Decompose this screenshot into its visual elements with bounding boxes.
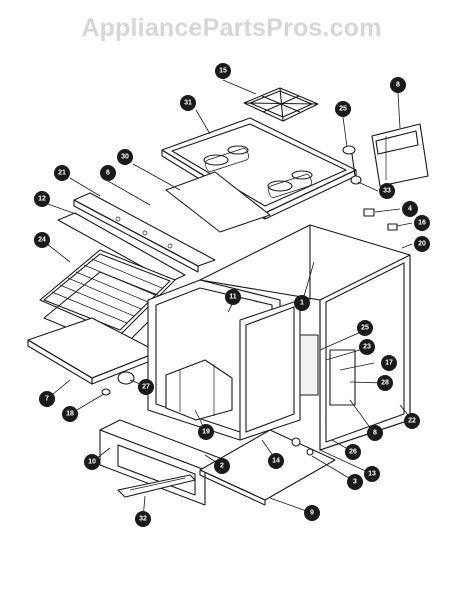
svg-text:10: 10 <box>88 459 96 466</box>
range-body <box>199 224 411 451</box>
front-panels <box>57 171 271 283</box>
svg-text:17: 17 <box>385 360 393 367</box>
svg-text:26: 26 <box>349 449 357 456</box>
bottom-panel <box>199 429 336 506</box>
burner-grate <box>243 87 319 122</box>
svg-text:27: 27 <box>142 384 150 391</box>
svg-text:6: 6 <box>106 170 110 177</box>
callout-30: 30 <box>117 149 133 165</box>
callout-19: 19 <box>198 424 214 440</box>
svg-text:21: 21 <box>58 170 66 177</box>
svg-text:8: 8 <box>373 430 377 437</box>
callout-31: 31 <box>180 95 196 111</box>
broiler-pan <box>27 317 159 396</box>
callout-7: 7 <box>39 391 55 407</box>
callout-17: 17 <box>381 355 397 371</box>
oven-cavity <box>147 279 301 441</box>
callout-10: 10 <box>84 454 100 470</box>
svg-text:3: 3 <box>353 479 357 486</box>
callout-1: 1 <box>294 295 310 311</box>
svg-text:12: 12 <box>38 196 46 203</box>
svg-text:2: 2 <box>220 463 224 470</box>
callout-33: 33 <box>379 183 395 199</box>
callout-4: 4 <box>402 201 418 217</box>
svg-text:18: 18 <box>66 411 74 418</box>
svg-text:25: 25 <box>339 106 347 113</box>
svg-text:16: 16 <box>418 220 426 227</box>
svg-text:14: 14 <box>272 458 280 465</box>
svg-text:9: 9 <box>310 510 314 517</box>
callout-28: 28 <box>377 375 393 391</box>
svg-text:22: 22 <box>408 418 416 425</box>
svg-text:30: 30 <box>121 154 129 161</box>
svg-text:4: 4 <box>408 206 412 213</box>
callout-26: 26 <box>345 444 361 460</box>
callout-8-top: 8 <box>390 77 406 93</box>
svg-text:32: 32 <box>139 516 147 523</box>
callout-9: 9 <box>304 505 320 521</box>
callout-18: 18 <box>62 406 78 422</box>
svg-text:20: 20 <box>418 241 426 248</box>
svg-text:19: 19 <box>202 429 210 436</box>
callout-23: 23 <box>359 339 375 355</box>
callout-8-mid: 8 <box>367 425 383 441</box>
svg-text:24: 24 <box>38 237 46 244</box>
callout-20: 20 <box>414 236 430 252</box>
callout-24: 24 <box>34 232 50 248</box>
svg-text:25: 25 <box>361 325 369 332</box>
oven-rack <box>39 249 176 351</box>
svg-text:8: 8 <box>396 82 400 89</box>
svg-text:33: 33 <box>383 188 391 195</box>
svg-text:11: 11 <box>229 294 237 301</box>
svg-text:13: 13 <box>368 471 376 478</box>
callout-25-mid: 25 <box>357 320 373 336</box>
svg-text:1: 1 <box>300 300 304 307</box>
callout-32: 32 <box>135 511 151 527</box>
callout-22: 22 <box>404 413 420 429</box>
callout-11: 11 <box>225 289 241 305</box>
callout-13: 13 <box>364 466 380 482</box>
callout-16: 16 <box>414 215 430 231</box>
control-panel <box>342 123 429 231</box>
callout-25-top: 25 <box>335 101 351 117</box>
callout-2: 2 <box>214 458 230 474</box>
watermark: AppliancePartsPros.com <box>81 14 382 42</box>
svg-text:31: 31 <box>184 100 192 107</box>
callout-14: 14 <box>268 453 284 469</box>
svg-text:28: 28 <box>381 380 389 387</box>
callout-12: 12 <box>34 191 50 207</box>
callout-6: 6 <box>100 165 116 181</box>
callout-15: 15 <box>215 63 231 79</box>
callout-27: 27 <box>138 379 154 395</box>
svg-text:7: 7 <box>45 396 49 403</box>
callout-21: 21 <box>54 165 70 181</box>
svg-text:15: 15 <box>219 68 227 75</box>
callout-3: 3 <box>347 474 363 490</box>
svg-text:23: 23 <box>363 344 371 351</box>
